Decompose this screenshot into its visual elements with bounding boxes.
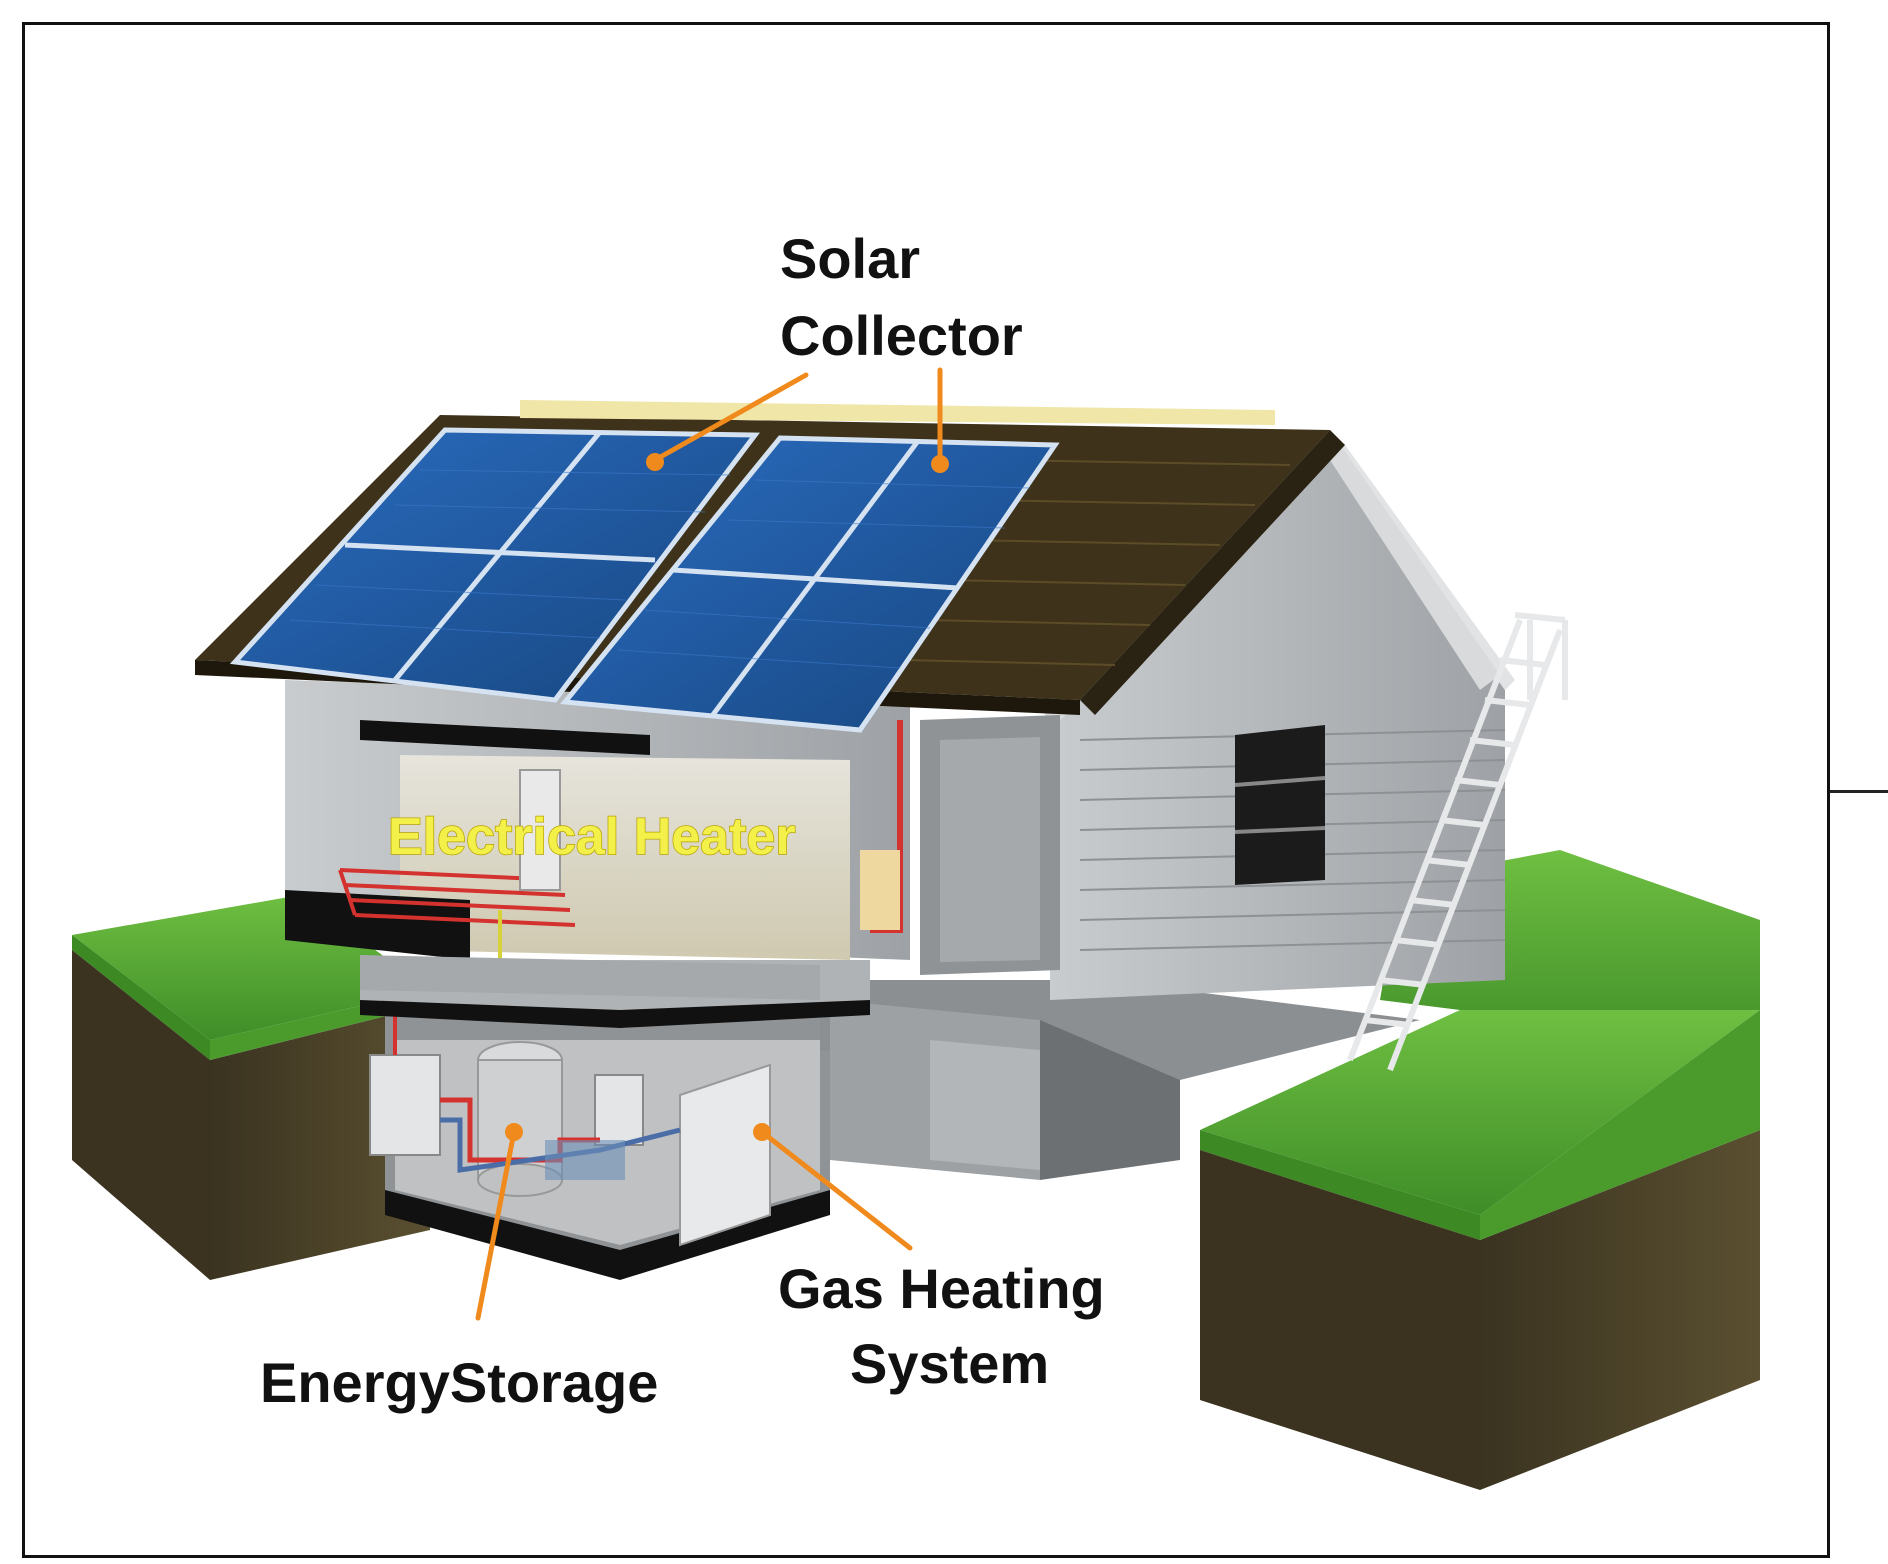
callout-gas [759,1129,913,1251]
exterior-staircase [1347,612,1568,1072]
callout-storage [475,1129,517,1321]
label-energy-storage: EnergyStorage [260,1351,658,1414]
label-gas-line2: System [850,1332,1049,1395]
right-ground-block [1200,850,1760,1490]
callout-dots [505,453,949,1141]
label-gas-line1: Gas Heating [778,1257,1105,1320]
label-electrical-heater: Electrical Heater [388,808,796,866]
edge-tick-mark [1830,790,1888,793]
solar-panels[interactable] [229,427,1060,733]
main-block [285,680,910,1000]
callout-lines [475,367,943,1321]
label-solar-line1: Solar [780,227,920,290]
label-solar-line2: Collector [780,304,1023,367]
callout-solar-1 [652,372,809,463]
